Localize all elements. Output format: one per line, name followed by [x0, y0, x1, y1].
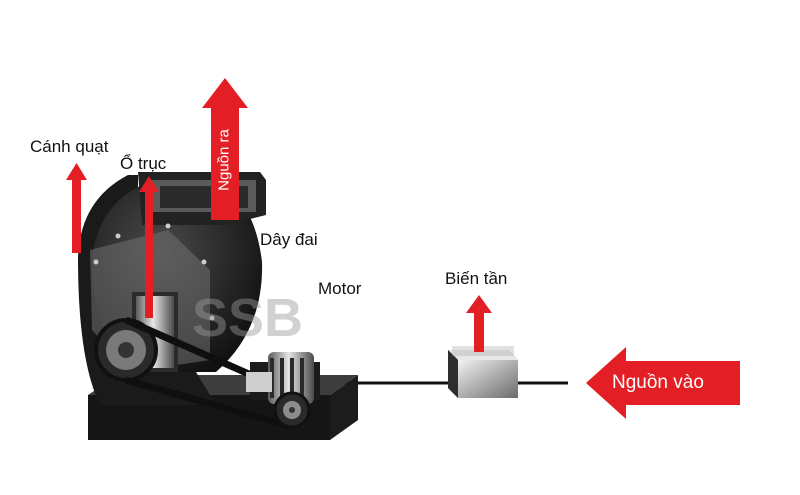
arrow-bearing-icon	[139, 176, 159, 318]
bearing-label: Ổ trục	[120, 154, 167, 173]
small-pulley	[273, 391, 311, 429]
motor-label: Motor	[318, 279, 362, 298]
arrow-in-icon	[586, 347, 740, 419]
belt-label: Dây đai	[260, 230, 318, 249]
motor-body	[246, 352, 320, 404]
inverter-label: Biến tần	[445, 269, 508, 288]
arrow-fan-blade-icon	[66, 163, 87, 253]
inverter-box	[448, 346, 518, 398]
power-in-label: Nguồn vào	[612, 372, 704, 393]
power-out-label: Nguồn ra	[215, 129, 233, 191]
watermark: SSB	[192, 288, 303, 348]
fan-blade-label: Cánh quạt	[30, 137, 109, 156]
arrow-out-icon	[202, 78, 248, 220]
large-pulley	[94, 318, 158, 382]
arrow-inverter-icon	[466, 295, 492, 352]
